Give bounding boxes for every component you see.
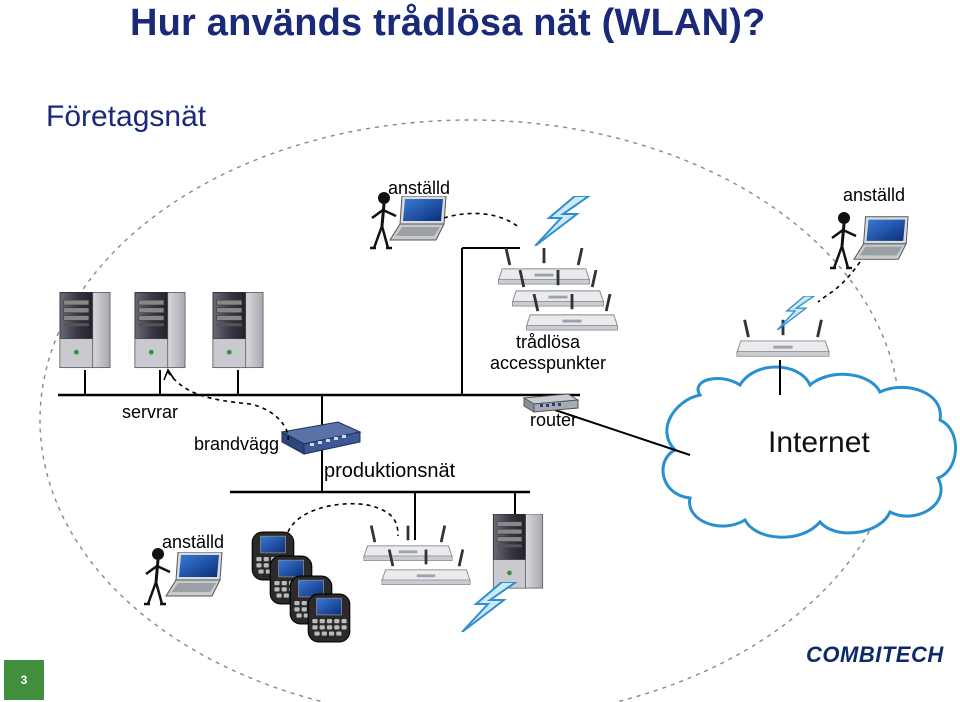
router-label: router — [530, 410, 578, 430]
wireless-router-icon — [496, 248, 592, 286]
servers-label: servrar — [122, 402, 179, 422]
server-arrow-icon — [163, 368, 175, 381]
lightning-icon — [533, 196, 591, 246]
server-tower-icon — [59, 292, 111, 369]
wireless-links — [167, 212, 861, 537]
access-points-line2: accesspunkter — [489, 353, 607, 373]
laptop-icon — [853, 216, 909, 260]
router-icon — [522, 393, 580, 413]
employee-right-label: anställd — [843, 185, 906, 205]
firewall-label: brandvägg — [194, 434, 280, 454]
combitech-logo: COMBITECH — [806, 642, 944, 667]
server-tower-icon — [212, 292, 264, 369]
lightning-icon — [776, 296, 815, 330]
firewall-switch-icon — [280, 421, 362, 455]
server-tower-icon — [134, 292, 186, 369]
internet-label: Internet — [768, 426, 870, 459]
page-subtitle: Företagsnät — [46, 100, 207, 133]
wireless-router-icon — [362, 524, 454, 563]
internet-link-line — [554, 409, 691, 456]
laptop-icon — [165, 552, 223, 597]
server-tower-icon — [492, 514, 544, 589]
employee-top-label: anställd — [388, 178, 451, 198]
access-points-line1: trådlösa — [515, 332, 581, 352]
production-network-label: produktionsnät — [324, 460, 456, 482]
access-points-label: trådlösa accesspunkter — [478, 332, 618, 374]
internet-cloud-icon — [661, 365, 957, 539]
pda-phone-icon — [307, 593, 351, 643]
page-number-badge: 3 — [4, 660, 44, 700]
page-title: Hur används trådlösa nät (WLAN)? — [130, 2, 766, 44]
laptop-icon — [389, 196, 447, 241]
employee-bottom-label: anställd — [162, 532, 225, 552]
lightning-icon — [461, 582, 517, 632]
